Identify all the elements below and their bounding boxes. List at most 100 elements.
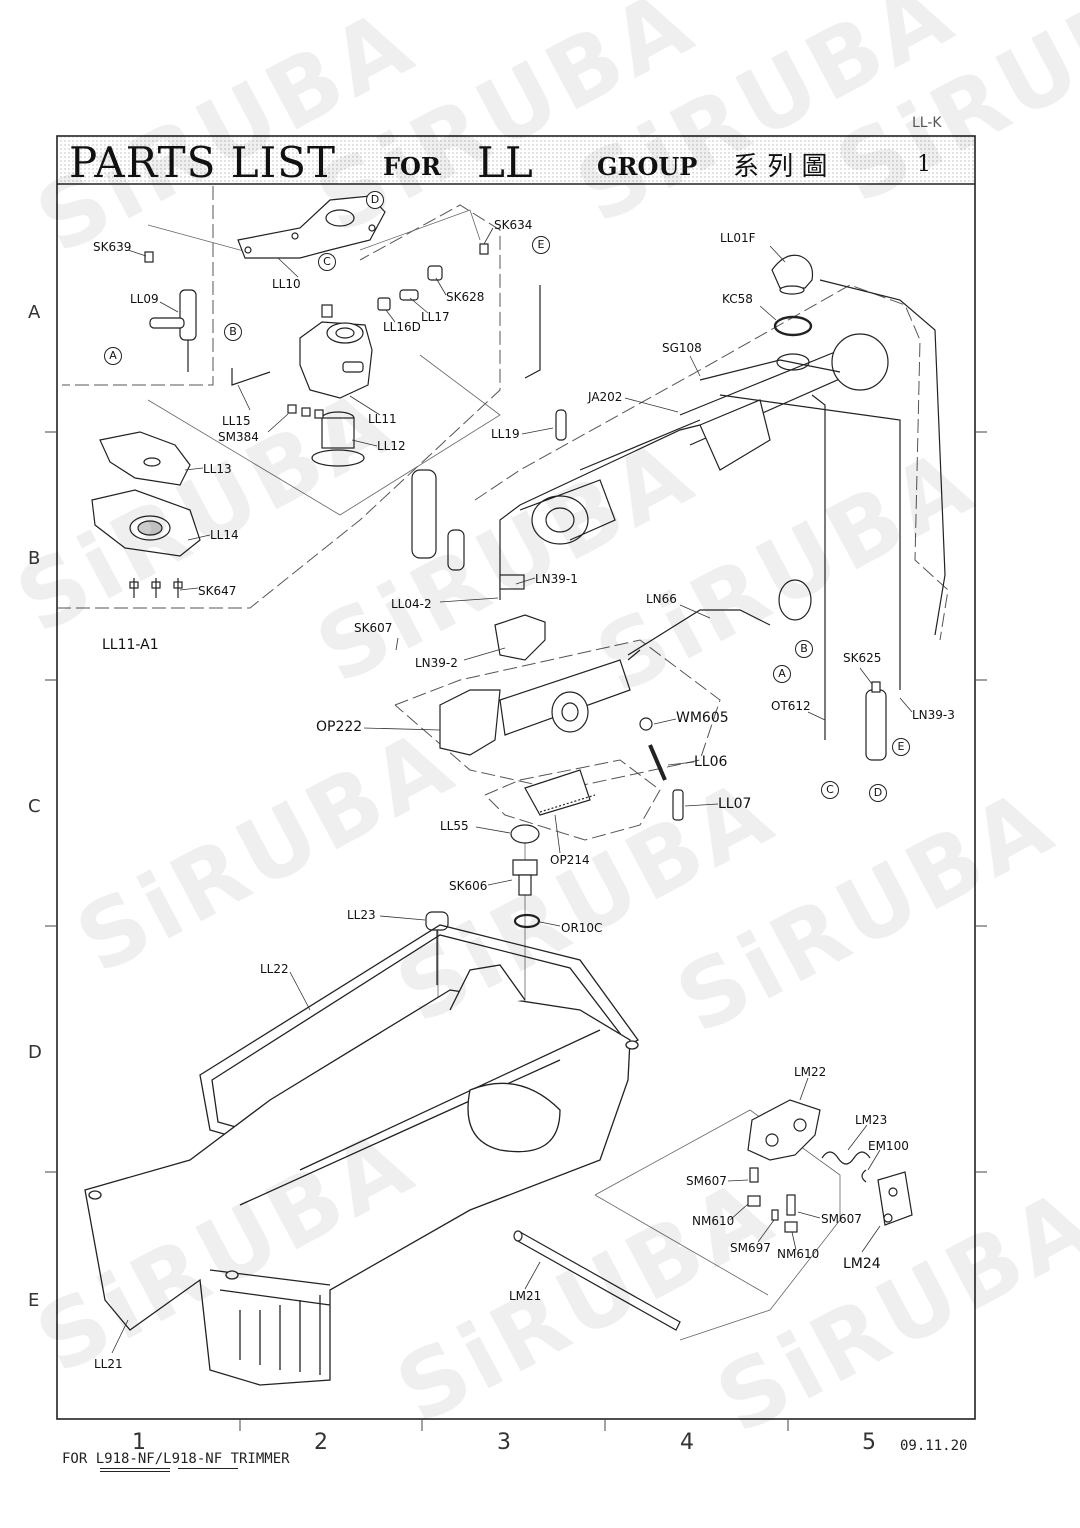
title-group-code: LL bbox=[477, 138, 533, 187]
part-label: SK639 bbox=[93, 240, 132, 254]
part-label: LN66 bbox=[646, 592, 677, 606]
part-label: OP214 bbox=[550, 853, 590, 867]
callout-e: E bbox=[532, 236, 550, 254]
part-label: OT612 bbox=[771, 699, 811, 713]
part-label: LM22 bbox=[794, 1065, 827, 1079]
part-label: SK606 bbox=[449, 879, 488, 893]
part-label: SM607 bbox=[821, 1212, 862, 1226]
part-label: LL07 bbox=[718, 796, 752, 812]
part-label: OR10C bbox=[561, 921, 603, 935]
title-page-number: 1 bbox=[917, 152, 931, 177]
part-label: LN39-2 bbox=[415, 656, 458, 670]
part-label: LM23 bbox=[855, 1113, 888, 1127]
title-bar: PARTS LIST FOR LL GROUP 系 列 圖 1 bbox=[57, 136, 975, 187]
part-label: LL10 bbox=[272, 277, 301, 291]
row-marker-b: B bbox=[28, 548, 41, 569]
callout-d: D bbox=[366, 191, 384, 209]
footer-model-note: FOR L918-NF/L918-NF TRIMMER bbox=[62, 1451, 290, 1467]
part-label: SM384 bbox=[218, 430, 259, 444]
filter-plate-ll14 bbox=[91, 489, 201, 557]
title-parts-list: PARTS LIST bbox=[69, 138, 337, 187]
part-label: WM605 bbox=[676, 710, 729, 726]
callout-a: A bbox=[104, 347, 122, 365]
part-label: NM610 bbox=[692, 1214, 735, 1228]
part-label: LL55 bbox=[440, 819, 469, 833]
part-label: LL19 bbox=[491, 427, 520, 441]
title-for: FOR bbox=[383, 152, 441, 181]
part-label: LL13 bbox=[203, 462, 232, 476]
part-label: NM610 bbox=[777, 1247, 820, 1261]
callout-c: C bbox=[318, 253, 336, 271]
part-label: LL15 bbox=[222, 414, 251, 428]
part-label: LL04-2 bbox=[391, 597, 432, 611]
part-label: LL14 bbox=[210, 528, 239, 542]
part-label: LL11 bbox=[368, 412, 397, 426]
part-label: KC58 bbox=[722, 292, 753, 306]
oil-pan-ll21 bbox=[84, 964, 639, 1386]
rod-lm21 bbox=[513, 1230, 681, 1331]
footer-underline bbox=[100, 1468, 170, 1469]
drain-plug-parts bbox=[425, 824, 541, 985]
tee-fitting-ll09 bbox=[149, 289, 197, 372]
bracket-assembly-lm22 bbox=[747, 1099, 913, 1233]
sub-assembly-op222 bbox=[439, 659, 684, 821]
part-label: LL09 bbox=[130, 292, 159, 306]
diagram-frame bbox=[56, 135, 976, 1420]
footer-underline bbox=[178, 1468, 238, 1469]
callout-a: A bbox=[773, 665, 791, 683]
row-marker-c: C bbox=[28, 796, 41, 817]
part-label: LL16D bbox=[383, 320, 421, 334]
date-stamp: 09.11.20 bbox=[900, 1438, 968, 1454]
callout-e: E bbox=[892, 738, 910, 756]
part-label: LN39-1 bbox=[535, 572, 578, 586]
oil-cap-ll01f bbox=[771, 254, 814, 371]
callout-b: B bbox=[224, 323, 242, 341]
part-label: LL06 bbox=[694, 754, 728, 770]
part-label: SK607 bbox=[354, 621, 393, 635]
tubes-ll15-ll16 bbox=[144, 243, 541, 419]
col-marker-4: 4 bbox=[680, 1430, 694, 1455]
col-marker-2: 2 bbox=[314, 1430, 328, 1455]
callout-d: D bbox=[869, 784, 887, 802]
part-label: EM100 bbox=[868, 1139, 909, 1153]
part-label: SM607 bbox=[686, 1174, 727, 1188]
part-label: LL12 bbox=[377, 439, 406, 453]
part-label: OP222 bbox=[316, 719, 363, 735]
title-chinese: 系 列 圖 bbox=[733, 152, 828, 182]
part-label: LL01F bbox=[720, 231, 756, 245]
callout-c: C bbox=[821, 781, 839, 799]
row-marker-d: D bbox=[28, 1042, 42, 1063]
part-label: SK634 bbox=[494, 218, 533, 232]
part-label: LL11-A1 bbox=[102, 637, 159, 653]
title-group: GROUP bbox=[597, 152, 698, 181]
col-marker-5: 5 bbox=[862, 1430, 876, 1455]
main-oil-pipes bbox=[411, 279, 946, 761]
pump-shaft-ll12 bbox=[311, 411, 365, 467]
part-label: SK625 bbox=[843, 651, 882, 665]
group-boundaries bbox=[57, 186, 949, 841]
callout-b: B bbox=[795, 640, 813, 658]
part-label: LM24 bbox=[843, 1256, 881, 1272]
pump-cover-plate-ll10 bbox=[237, 195, 386, 259]
gasket-ll13 bbox=[99, 431, 191, 486]
row-marker-e: E bbox=[28, 1290, 40, 1311]
part-label: LN39-3 bbox=[912, 708, 955, 722]
grid-ticks bbox=[45, 431, 987, 1431]
screws-sk647 bbox=[129, 578, 183, 598]
col-marker-1: 1 bbox=[132, 1430, 146, 1455]
sheet-code: LL-K bbox=[912, 115, 942, 131]
part-label: LL17 bbox=[421, 310, 450, 324]
footer-underline bbox=[100, 1471, 170, 1472]
gear-op214 bbox=[524, 769, 596, 816]
part-label: SG108 bbox=[662, 341, 702, 355]
row-marker-a: A bbox=[28, 302, 41, 323]
part-label: SK628 bbox=[446, 290, 485, 304]
col-marker-3: 3 bbox=[497, 1430, 511, 1455]
part-label: LL22 bbox=[260, 962, 289, 976]
bracket-ln39 bbox=[494, 574, 546, 661]
part-label: LM21 bbox=[509, 1289, 542, 1303]
part-label: SK647 bbox=[198, 584, 237, 598]
title-band-pattern bbox=[58, 137, 974, 183]
part-label: JA202 bbox=[588, 390, 623, 404]
